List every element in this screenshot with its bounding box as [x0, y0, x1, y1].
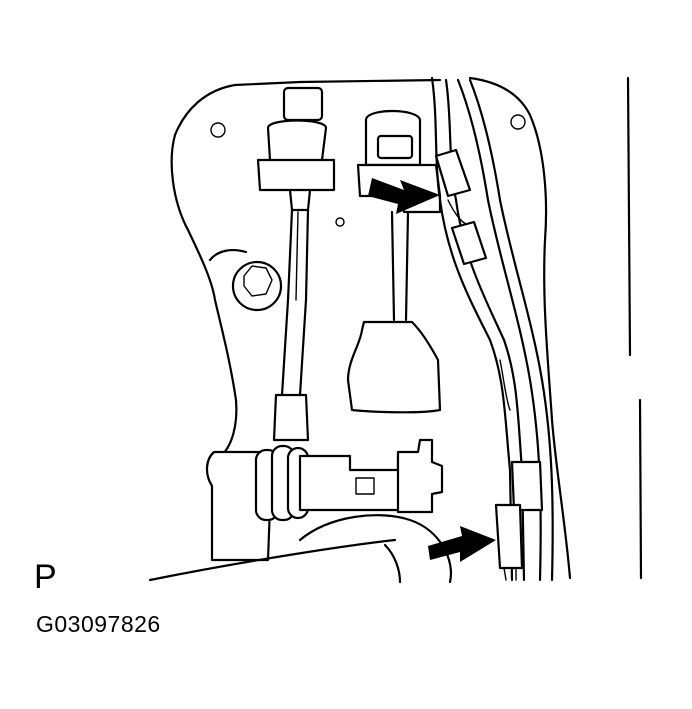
right-linkage-rod	[346, 110, 442, 414]
view-label: P	[34, 558, 57, 596]
frame-edge-line-lower	[638, 398, 643, 580]
arrow-right-icon	[428, 526, 496, 562]
wire-harness	[430, 76, 554, 582]
lower-shaft-assembly	[148, 438, 453, 584]
housing-outline	[170, 76, 572, 580]
frame-edge-line	[626, 76, 632, 357]
arrow-right-icon	[368, 178, 440, 214]
left-linkage-rod	[256, 86, 336, 442]
figure-id: G03097826	[36, 611, 161, 637]
